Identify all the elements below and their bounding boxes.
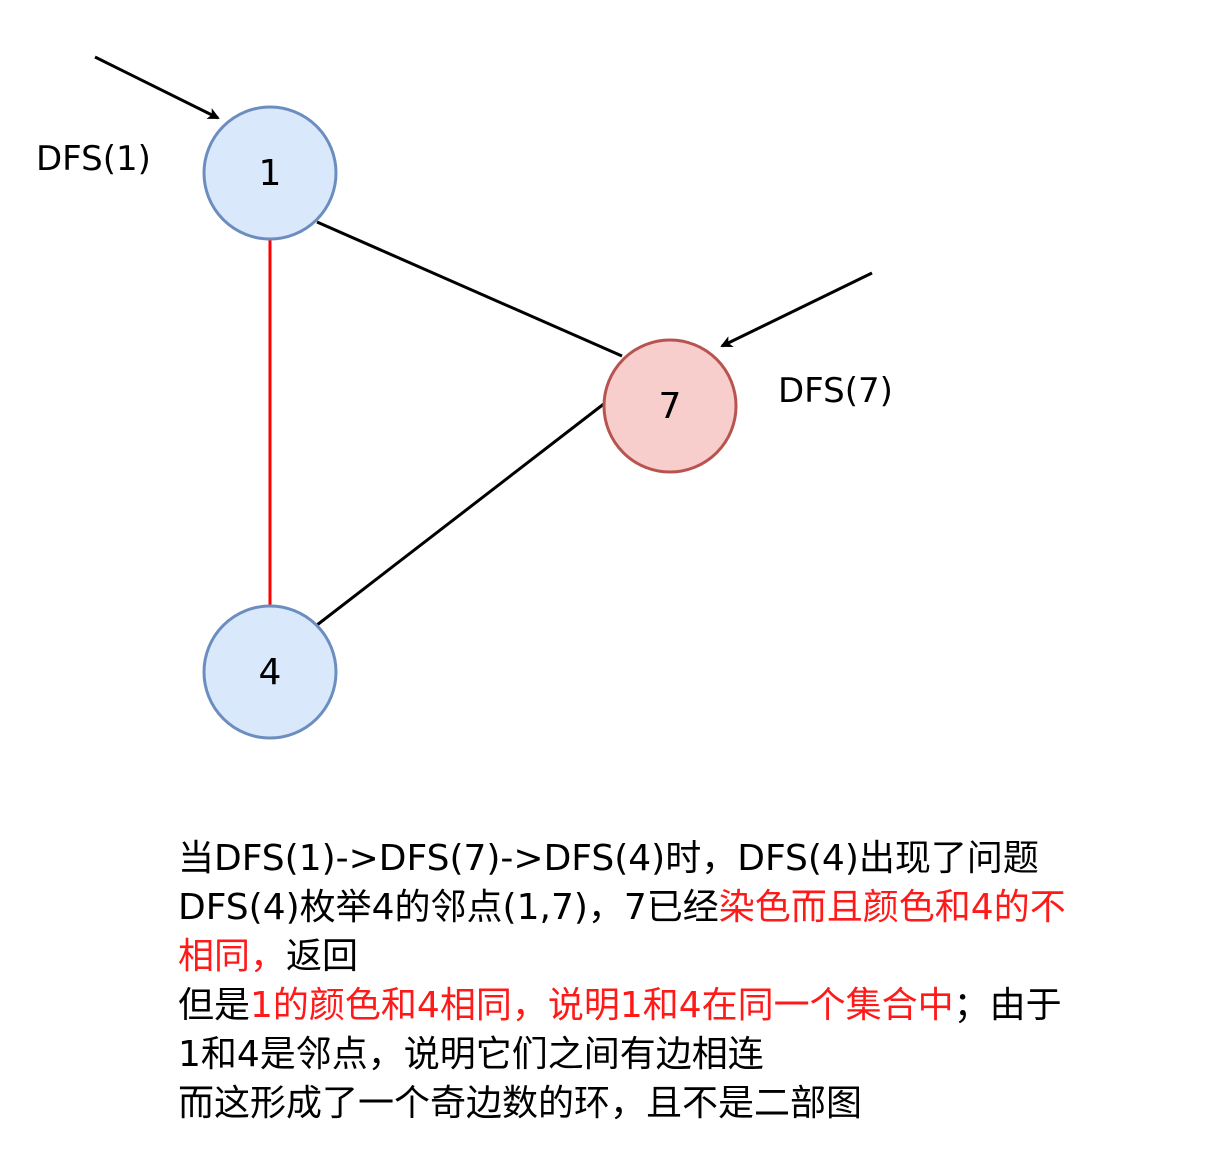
edge-1-7 [316, 220, 623, 358]
explanation-line-1: 当DFS(1)->DFS(7)->DFS(4)时，DFS(4)出现了问题 [178, 834, 1208, 883]
graph-node-7: 7 [602, 338, 738, 474]
entry-arrow-node-1 [94, 55, 220, 120]
node-7-label: 7 [659, 386, 682, 427]
node-7-circle [602, 338, 738, 474]
dfs-1-label: DFS(1) [36, 139, 151, 179]
line-3-text: 返回 [286, 936, 359, 977]
explanation-line-4: 但是1的颜色和4相同，说明1和4在同一个集合中；由于 [178, 981, 1208, 1030]
line-2-highlight: 染色而且颜色和4的不 [718, 887, 1066, 928]
entry-arrow-node-7 [720, 271, 873, 348]
node-4-circle [202, 604, 338, 740]
graph-node-1: 1 [202, 105, 338, 241]
line-1-text: 当DFS(1)->DFS(7)->DFS(4)时，DFS(4)出现了问题 [178, 838, 1039, 879]
line-2-text: DFS(4)枚举4的邻点(1,7)，7已经 [178, 887, 719, 928]
node-4-label: 4 [259, 652, 282, 693]
explanation-line-5: 1和4是邻点，说明它们之间有边相连 [178, 1030, 1208, 1079]
explanation-line-3: 相同，返回 [178, 932, 1208, 981]
line-6-text: 而这形成了一个奇边数的环，且不是二部图 [178, 1083, 863, 1124]
graph-diagram: 1 7 4 DFS(1) DFS(7) [36, 55, 893, 740]
graph-node-4: 4 [202, 604, 338, 740]
explanation-text: 当DFS(1)->DFS(7)->DFS(4)时，DFS(4)出现了问题 DFS… [178, 834, 1208, 1128]
line-4-prefix: 但是 [178, 985, 251, 1026]
explanation-line-2: DFS(4)枚举4的邻点(1,7)，7已经染色而且颜色和4的不 [178, 883, 1208, 932]
node-1-label: 1 [259, 153, 282, 194]
line-5-text: 1和4是邻点，说明它们之间有边相连 [178, 1034, 764, 1075]
node-1-circle [202, 105, 338, 241]
dfs-7-label: DFS(7) [778, 371, 893, 411]
line-3-highlight: 相同， [178, 936, 287, 977]
edge-7-4 [316, 401, 606, 627]
explanation-line-6: 而这形成了一个奇边数的环，且不是二部图 [178, 1079, 1208, 1128]
line-4-highlight: 1的颜色和4相同，说明1和4在同一个集合中 [250, 985, 954, 1026]
line-4-suffix: ；由于 [953, 985, 1062, 1026]
